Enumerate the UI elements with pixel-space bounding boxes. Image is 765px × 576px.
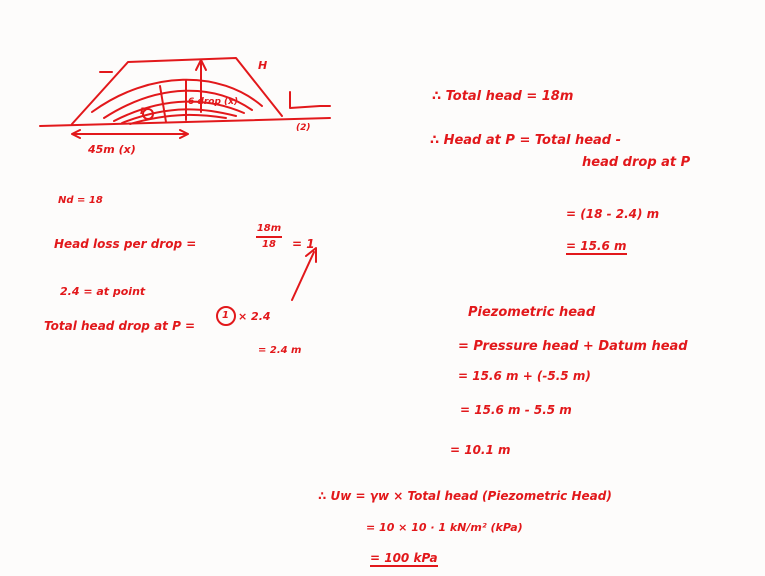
flow-line xyxy=(91,78,263,113)
calc-line2: = 15.6 m xyxy=(566,239,627,255)
total-drop-text: Total head drop at P = xyxy=(44,319,196,333)
fraction-denominator: 18 xyxy=(262,239,276,250)
circled-number xyxy=(216,306,236,326)
total-drop-mult: × 2.4 xyxy=(238,310,271,323)
piezo-line3: = 15.6 m - 5.5 m xyxy=(460,403,572,417)
head-at-p-line1: ∴ Head at P = Total head - xyxy=(430,133,622,148)
drop-label: 6 drop (x) xyxy=(188,97,239,107)
piezo-title: Piezometric head xyxy=(468,305,596,320)
at-point-text: 2.4 = at point xyxy=(60,285,146,298)
total-head: ∴ Total head = 18m xyxy=(432,89,574,104)
head-loss-text: Head loss per drop = xyxy=(54,237,197,251)
piezo-line4: = 10.1 m xyxy=(450,443,511,457)
total-drop-result: = 2.4 m xyxy=(258,345,302,356)
uw-result: = 100 kPa xyxy=(370,551,438,567)
fraction-numerator: 18m xyxy=(256,224,282,238)
dam-outline xyxy=(71,57,283,125)
height-arrow xyxy=(195,59,207,113)
height-label: H xyxy=(258,59,268,72)
left-dimension-label: 45m (x) xyxy=(88,143,136,156)
ground-line xyxy=(39,117,331,127)
piezo-line2: = 15.6 m + (-5.5 m) xyxy=(458,369,591,383)
fraction: 18m 18 xyxy=(256,224,282,250)
uw-line: ∴ Uw = γw × Total head (Piezometric Head… xyxy=(318,489,612,503)
tailwater-mark xyxy=(289,91,331,109)
point-label: P xyxy=(140,107,147,117)
circled-value: 1 xyxy=(222,310,229,321)
nd-text: Nd = 18 xyxy=(58,195,103,206)
fraction-result: = 1 xyxy=(292,237,315,251)
equipotential-line xyxy=(159,85,167,123)
head-at-p-line2: head drop at P xyxy=(582,155,691,170)
point-p-marker xyxy=(142,108,154,120)
dimension-arrow xyxy=(71,129,189,139)
flow-line xyxy=(129,113,227,125)
uw-calc: = 10 × 10 · 1 kN/m² (kPa) xyxy=(366,521,523,534)
pointer-arrow xyxy=(291,247,317,301)
right-label: (2) xyxy=(296,123,311,133)
piezo-line1: = Pressure head + Datum head xyxy=(458,339,688,354)
calc-line1: = (18 - 2.4) m xyxy=(566,207,660,221)
